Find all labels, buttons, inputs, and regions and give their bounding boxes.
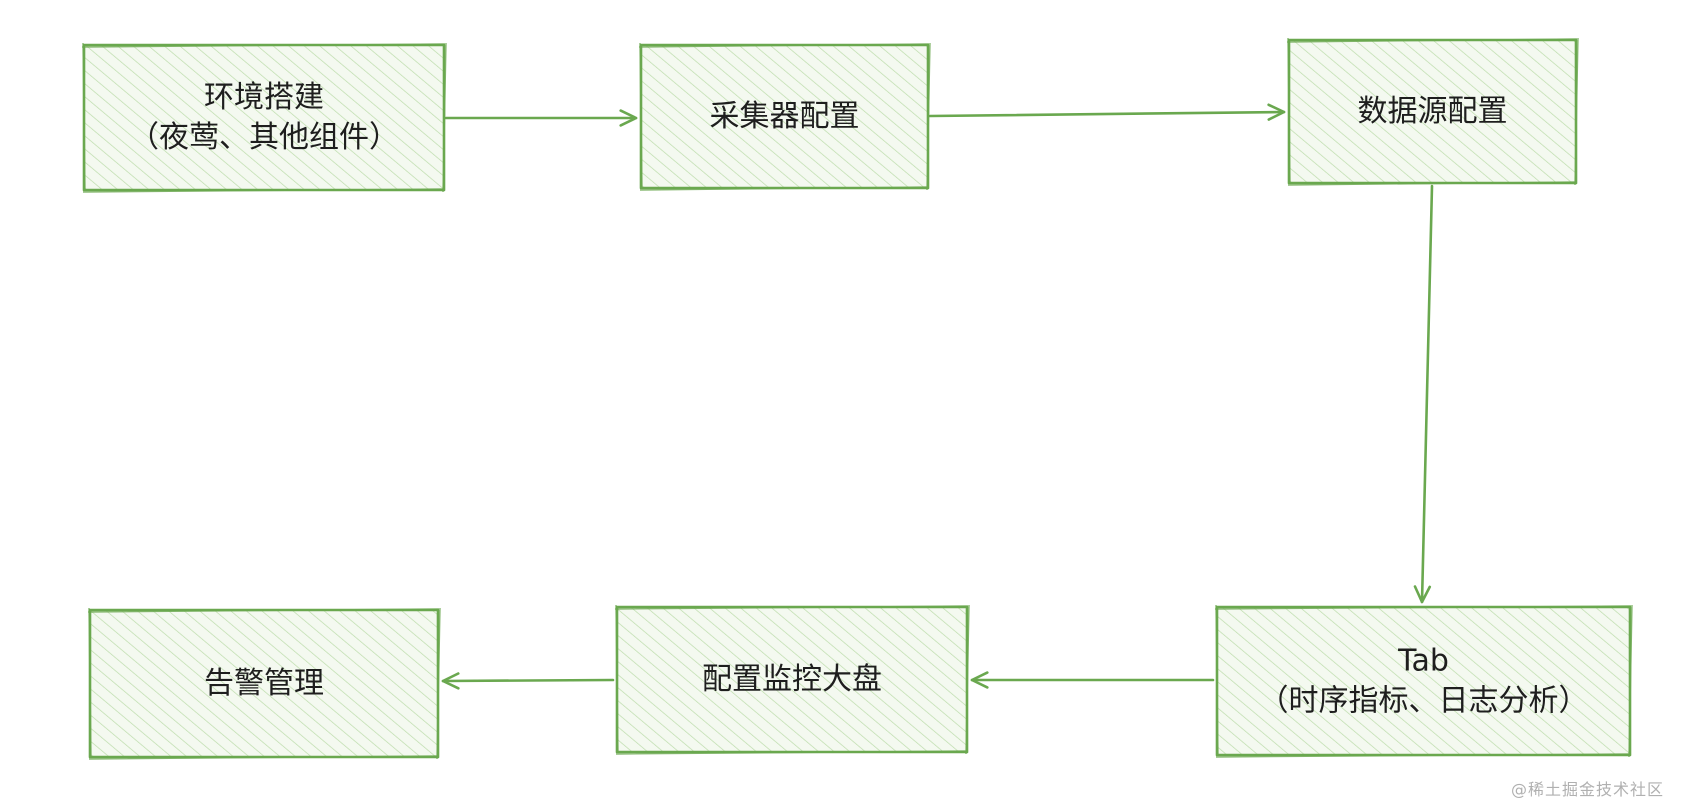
nodes-layer: 环境搭建 （夜莺、其他组件） 采集器配置 数据源配置 Tab （时序指标、日志分析） 配置监… xyxy=(81,37,1633,760)
node-tab: Tab （时序指标、日志分析） xyxy=(1214,604,1633,758)
node-label-line: 采集器配置 xyxy=(710,99,860,134)
node-fill xyxy=(1217,607,1630,755)
node-fill xyxy=(90,610,438,757)
edge-env-setup-to-collector xyxy=(444,109,638,127)
arrowhead xyxy=(1267,103,1286,121)
node-fill xyxy=(84,45,444,190)
edges-layer xyxy=(441,103,1434,690)
node-label-line: Tab xyxy=(1397,644,1449,679)
node-env-setup: 环境搭建 （夜莺、其他组件） xyxy=(81,42,447,193)
node-label-line: （夜莺、其他组件） xyxy=(129,120,399,155)
arrowhead xyxy=(441,672,460,690)
node-sketch-border xyxy=(638,42,931,191)
node-dashboard: 配置监控大盘 xyxy=(614,604,970,755)
node-sketch-border xyxy=(1286,37,1579,186)
arrowhead xyxy=(1413,585,1432,604)
node-datasource: 数据源配置 xyxy=(1286,37,1579,186)
node-sketch-border xyxy=(614,604,970,755)
node-alert: 告警管理 xyxy=(87,607,441,760)
node-label-line: 环境搭建 xyxy=(204,80,324,115)
node-label-line: （时序指标、日志分析） xyxy=(1259,684,1589,719)
arrowhead xyxy=(619,109,638,127)
watermark-text: @稀土掘金技术社区 xyxy=(1510,780,1664,799)
node-label-line: 数据源配置 xyxy=(1358,94,1508,129)
edge-line xyxy=(928,110,1286,118)
node-sketch-border xyxy=(1214,604,1633,758)
arrowhead xyxy=(970,671,989,689)
node-label-line: 配置监控大盘 xyxy=(702,662,882,697)
edge-dashboard-to-alert xyxy=(441,672,615,690)
node-collector: 采集器配置 xyxy=(638,42,931,191)
node-sketch-border xyxy=(87,607,441,760)
edge-collector-to-datasource xyxy=(928,103,1286,121)
node-fill xyxy=(1289,40,1576,183)
node-label-line: 告警管理 xyxy=(204,666,324,701)
edge-line xyxy=(441,678,615,683)
node-fill xyxy=(617,607,967,752)
edge-datasource-to-tab xyxy=(1413,184,1434,604)
node-fill xyxy=(641,45,928,188)
edge-line xyxy=(1420,184,1434,604)
edge-tab-to-dashboard xyxy=(970,671,1215,689)
node-sketch-border xyxy=(81,42,447,193)
